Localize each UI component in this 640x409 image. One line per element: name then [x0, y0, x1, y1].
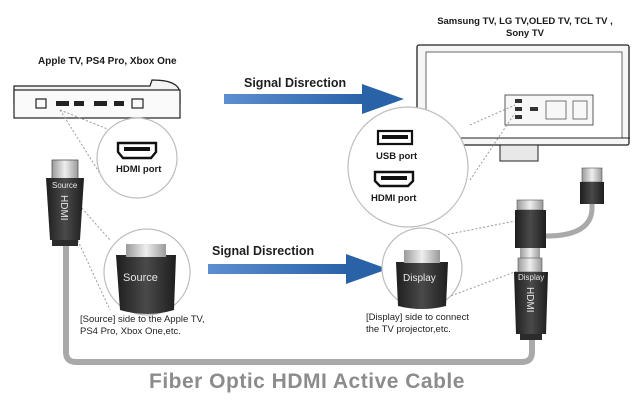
- tv-devices-label: Samsung TV, LG TV,OLED TV, TCL TV , Sony…: [437, 16, 613, 39]
- source-console-graphic: [13, 79, 181, 119]
- display-note-label: [Display] side to connect the TV project…: [366, 312, 469, 335]
- usb-cable-line: [545, 204, 595, 239]
- guide-lines-right: [439, 104, 521, 301]
- display-zoom-metal: [404, 250, 440, 263]
- adapter-graphic: [515, 199, 546, 258]
- plug-source-text: Source: [52, 181, 78, 190]
- hdmi-port-label: HDMI port: [116, 164, 162, 175]
- usb-port-label: USB port: [376, 151, 418, 162]
- plug-display-text: Display: [518, 273, 545, 282]
- signal-direction-top-label: Signal Disrection: [244, 76, 347, 90]
- signal-arrow-top: [224, 84, 404, 114]
- hdmi-port-tv-icon: [373, 170, 415, 188]
- signal-direction-bottom-label: Signal Disrection: [212, 244, 315, 258]
- zoom-source-text: Source: [123, 272, 158, 284]
- hdmi-port-tv-label: HDMI port: [371, 193, 417, 204]
- tv-ports-circle: [347, 106, 469, 228]
- cable-line: [63, 232, 535, 365]
- usb-plug-icon: [580, 167, 604, 204]
- tv-graphic: [416, 44, 630, 162]
- source-zoom-metal: [126, 244, 166, 257]
- signal-arrow-bottom: [208, 254, 388, 284]
- source-devices-label: Apple TV, PS4 Pro, Xbox One: [38, 56, 177, 67]
- source-note-label: [Source] side to the Apple TV, PS4 Pro, …: [80, 314, 205, 337]
- usb-port-icon: [376, 129, 414, 146]
- display-plug-graphic: [514, 257, 548, 340]
- display-zoom-plug: [396, 262, 448, 309]
- diagram-title: Fiber Optic HDMI Active Cable: [149, 370, 465, 393]
- zoom-display-text: Display: [403, 273, 436, 284]
- plug-hdmi-text-right: HDMI: [524, 287, 535, 313]
- plug-hdmi-text-left: HDMI: [58, 195, 69, 221]
- hdmi-port-icon: [116, 141, 158, 160]
- source-plug-graphic: [46, 159, 84, 246]
- source-zoom-plug: [116, 255, 176, 314]
